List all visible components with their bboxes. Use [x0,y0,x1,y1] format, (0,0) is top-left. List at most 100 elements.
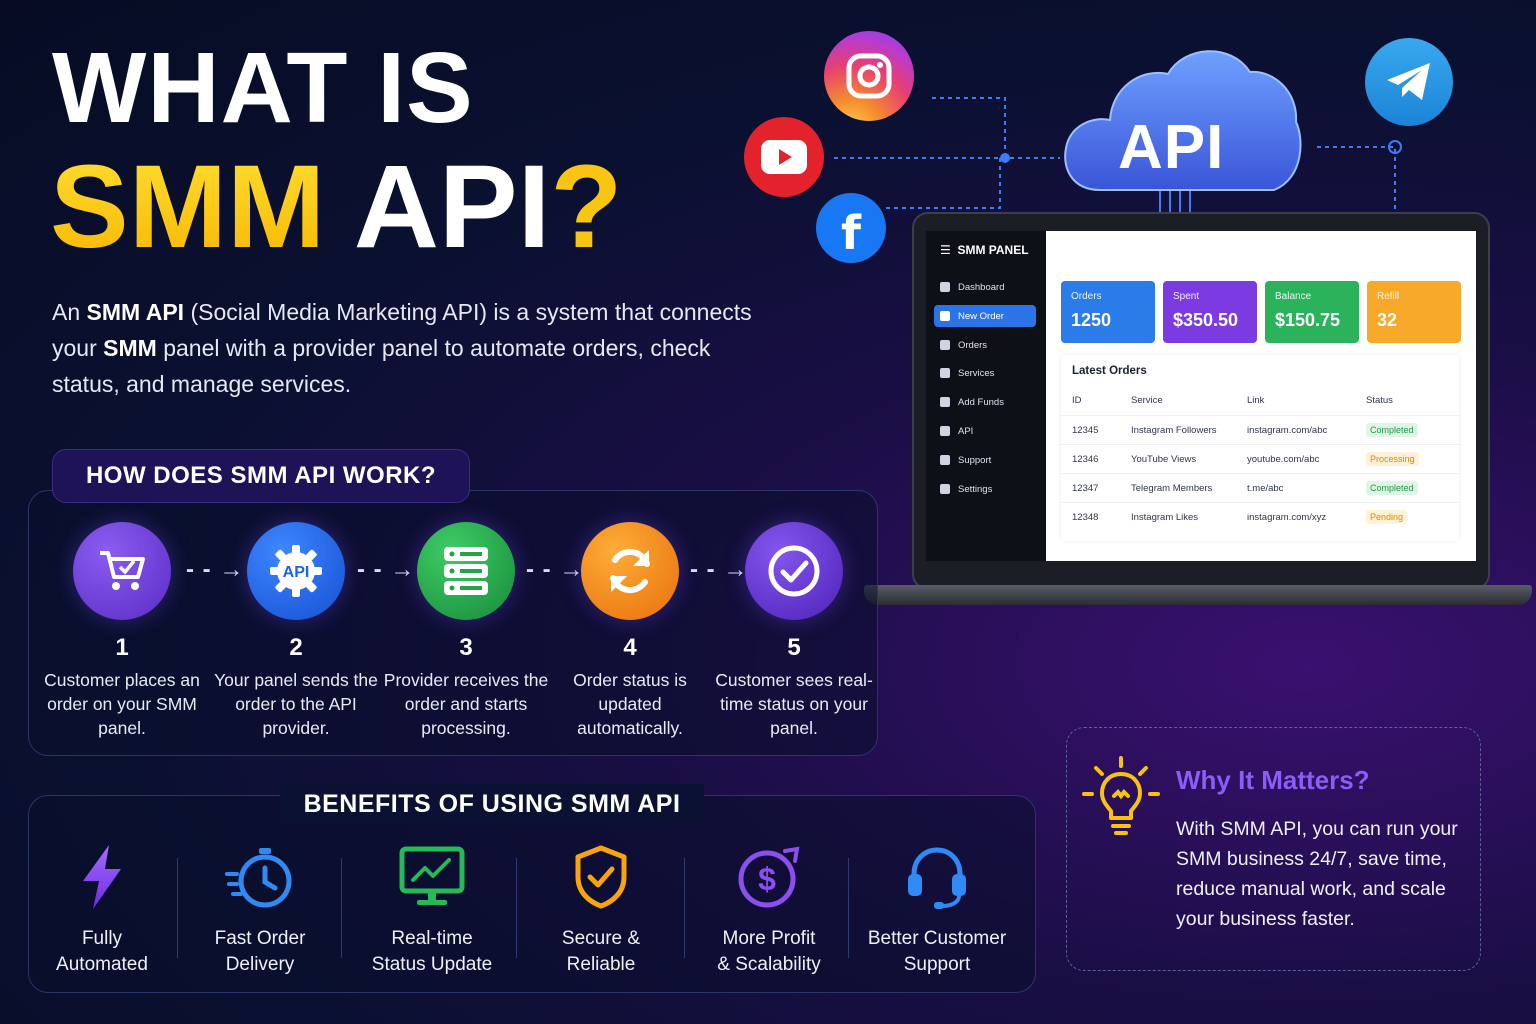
why-it-matters-text: With SMM API, you can run your SMM busin… [1176,818,1458,930]
divider [684,858,685,958]
nav-new-order[interactable]: New Order [934,305,1036,327]
how-it-works-title: HOW DOES SMM API WORK? [52,449,470,503]
benefit-more-profit: $ More Profit& Scalability [689,842,849,978]
why-it-matters-title: Why It Matters? [1176,765,1370,795]
step-description: Order status is updated automatically. [573,670,687,738]
monitor-chart-icon [352,842,512,912]
status-badge: Completed [1366,423,1418,437]
step-description: Customer places an order on your SMM pan… [44,670,200,738]
title-api: API [325,141,551,273]
nav-services[interactable]: Services [934,362,1036,384]
svg-text:API: API [283,564,310,581]
nav-orders[interactable]: Orders [934,334,1036,356]
lightbulb-icon [1082,756,1160,843]
step-1: 1 Customer places an order on your SMM p… [37,522,207,740]
step-description: Your panel sends the order to the API pr… [214,670,378,738]
benefits-title: BENEFITS OF USING SMM API [280,784,704,824]
why-it-matters-box [1066,727,1481,971]
stat-card-balance: Balance$150.75 [1265,281,1359,343]
intro-paragraph: An SMM API (Social Media Marketing API) … [52,294,752,402]
refresh-icon [581,522,679,620]
facebook-icon: f [816,193,886,263]
step-number: 1 [115,634,129,661]
intro-text-1: An [52,299,87,325]
nav-dashboard[interactable]: Dashboard [934,276,1036,298]
nav-settings[interactable]: Settings [934,478,1036,500]
intro-bold-2: SMM [103,335,157,361]
cart-icon [940,311,950,321]
laptop-base [864,585,1532,605]
cart-icon [73,522,171,620]
divider [177,858,178,958]
instagram-icon [824,31,914,121]
panel-title: ☰ SMM PANEL [940,243,1029,257]
step-3: 3 Provider receives the order and starts… [381,522,551,740]
list-icon [940,340,950,350]
step-number: 5 [787,634,801,661]
wallet-icon [940,397,950,407]
home-icon [940,282,950,292]
stat-card-spent: Spent$350.50 [1163,281,1257,343]
title-smm: SMM [50,141,326,273]
cloud-api-label: API [1118,113,1225,182]
title-line-2: SMM API? [50,148,623,266]
benefit-secure-reliable: Secure &Reliable [521,842,681,978]
divider [516,858,517,958]
services-icon [940,368,950,378]
title-line-1: WHAT IS [52,32,474,144]
step-arrow: - - → [690,556,749,583]
step-description: Provider receives the order and starts p… [383,670,549,738]
check-circle-icon [745,522,843,620]
svg-text:$: $ [758,861,776,897]
api-gear-icon: API [247,522,345,620]
gear-icon [940,484,950,494]
status-badge: Completed [1366,481,1418,495]
headset-icon [857,842,1017,912]
connection-lines [834,97,1402,215]
divider [848,858,849,958]
status-badge: Pending [1366,510,1408,524]
step-arrow: - - → [186,556,245,583]
step-4: 4 Order status is updated automatically. [545,522,715,740]
nav-support[interactable]: Support [934,449,1036,471]
step-arrow: - - → [526,556,585,583]
step-5: 5 Customer sees real-time status on your… [709,522,879,740]
stopwatch-icon [180,842,340,912]
intro-text-2: (Social Media Marketing API) is a system… [52,299,752,361]
intro-text-3: panel with a provider panel to automate … [52,335,711,397]
step-arrow: - - → [357,556,416,583]
step-2: API 2 Your panel sends the order to the … [211,522,381,740]
benefits-box [28,795,1036,993]
step-number: 3 [459,634,473,661]
status-badge: Processing [1366,452,1419,466]
intro-bold-1: SMM API [86,299,185,325]
telegram-icon [1365,38,1453,126]
title-question-mark: ? [550,141,623,273]
panel-sidebar: ☰ SMM PANEL Dashboard New Order Orders S… [926,231,1046,561]
support-icon [940,455,950,465]
step-number: 2 [289,634,303,661]
step-description: Customer sees real-time status on your p… [715,670,873,738]
divider [341,858,342,958]
dollar-circle-icon: $ [689,842,849,912]
youtube-icon [744,117,824,197]
server-icon [417,522,515,620]
lightning-icon [22,842,182,912]
laptop-screen: ☰ SMM PANEL Dashboard New Order Orders S… [926,231,1476,561]
nav-api[interactable]: API [934,420,1036,442]
api-cloud [1064,50,1302,191]
nav-add-funds[interactable]: Add Funds [934,391,1036,413]
